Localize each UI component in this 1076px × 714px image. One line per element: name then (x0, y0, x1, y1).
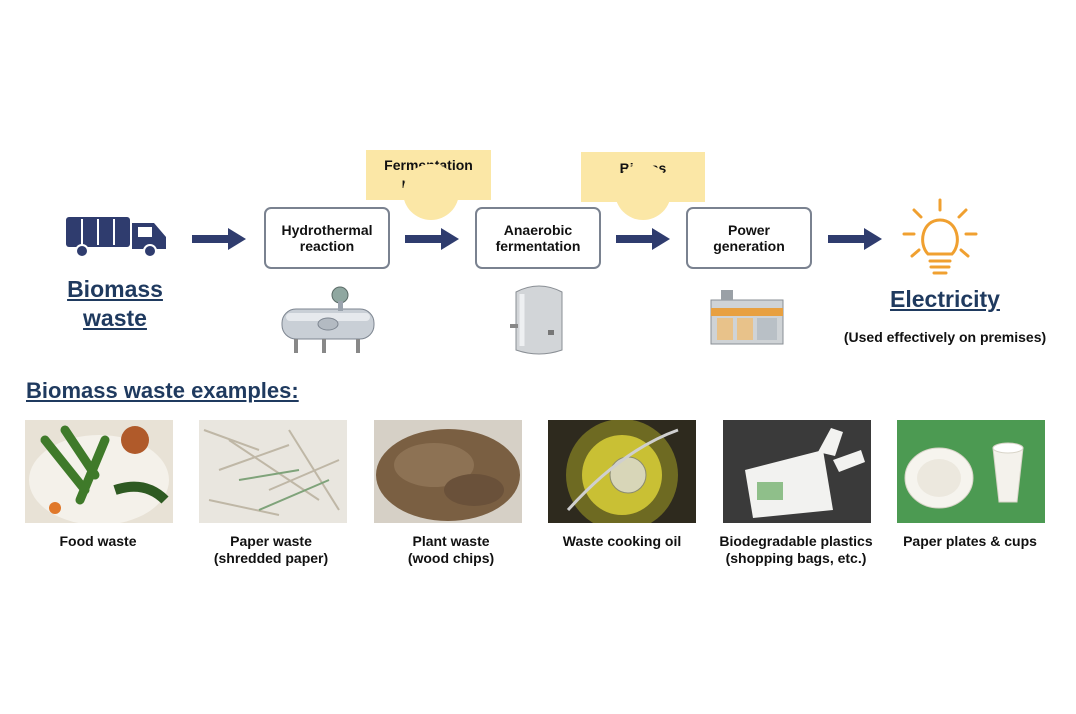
example-caption: Biodegradable plastics (shopping bags, e… (719, 533, 873, 566)
example-caption: Food waste (59, 533, 137, 549)
waste-cooking-oil-photo (548, 420, 696, 523)
example-caption: Paper plates & cups (903, 533, 1037, 549)
example-caption: Waste cooking oil (562, 533, 682, 549)
paper-plates-cups-photo (897, 420, 1045, 523)
example-caption: Plant waste (wood chips) (407, 533, 495, 566)
power-generation-box: Power generation (686, 207, 812, 269)
examples-heading: Biomass waste examples: (26, 378, 299, 403)
tab-notch (615, 164, 671, 220)
light-bulb-icon (902, 198, 978, 275)
biomass-waste-label: Biomass waste (67, 276, 163, 331)
food-waste-photo (25, 420, 173, 523)
tab-notch (403, 164, 459, 220)
arrow-icon (405, 228, 459, 250)
plant-waste-photo (374, 420, 522, 523)
hydrothermal-reactor-image (281, 286, 375, 353)
paper-waste-photo (199, 420, 347, 523)
biodegradable-plastics-photo (723, 420, 871, 523)
garbage-truck-icon (66, 217, 166, 258)
hydrothermal-reaction-box: Hydrothermal reaction (264, 207, 390, 269)
power-generator-image (710, 290, 784, 345)
electricity-label: Electricity (890, 286, 1000, 312)
electricity-note: (Used effectively on premises) (843, 329, 1047, 345)
fermentation-tank-image (510, 285, 563, 355)
arrow-icon (828, 228, 882, 250)
arrow-icon (616, 228, 670, 250)
anaerobic-fermentation-box: Anaerobic fermentation (475, 207, 601, 269)
example-caption: Paper waste (shredded paper) (213, 533, 329, 566)
arrow-icon (192, 228, 246, 250)
